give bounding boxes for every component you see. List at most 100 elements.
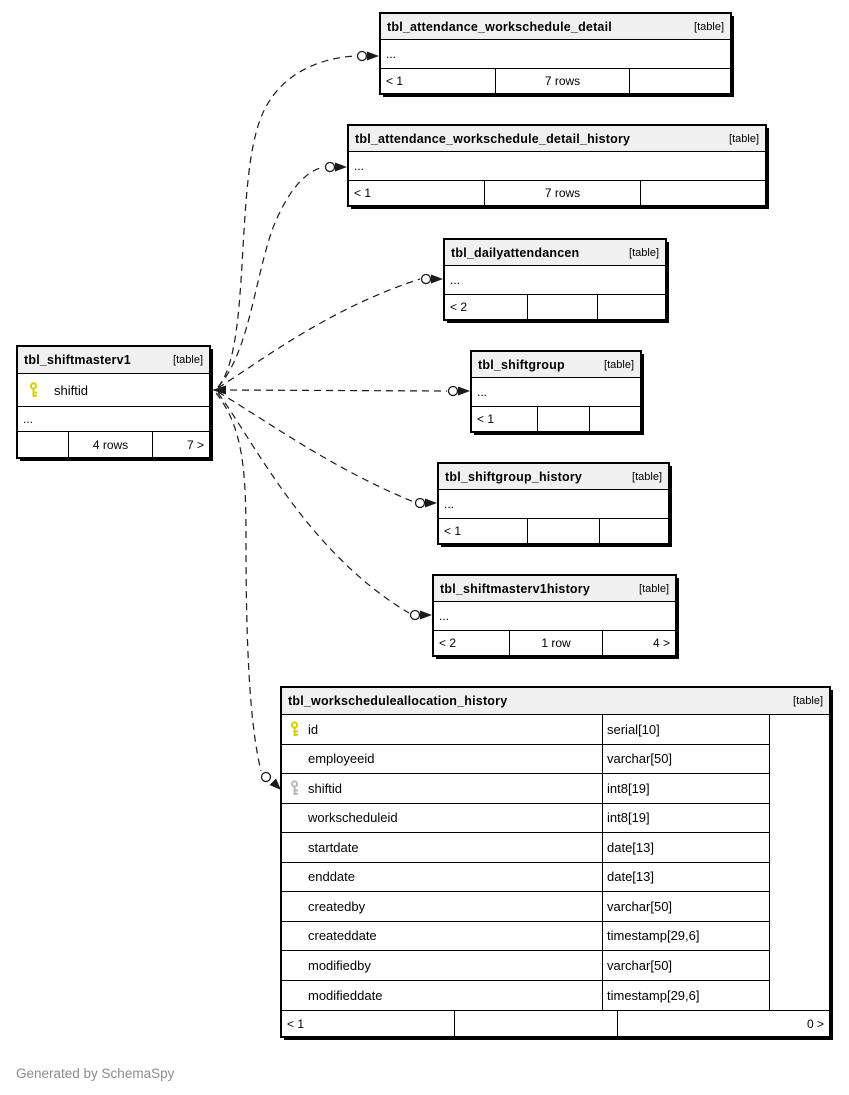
- table-columns: id serial[10] employeeid varchar[50] shi…: [282, 715, 829, 1010]
- table-type-tag: [table]: [632, 470, 662, 483]
- column-row-employeeid: employeeid varchar[50]: [282, 744, 769, 774]
- column-type: timestamp[29,6]: [602, 980, 769, 1010]
- ellipsis-label: ...: [444, 497, 455, 511]
- table-footer: < 1 7 rows: [381, 69, 730, 93]
- relationship-curve: [217, 391, 415, 503]
- cardinality-circle: [414, 497, 426, 509]
- footer-row-count: [527, 519, 599, 543]
- table-header[interactable]: tbl_shiftmasterv1history [table]: [434, 576, 675, 602]
- collapsed-columns-row: ...: [472, 378, 640, 407]
- column-name: workscheduleid: [308, 810, 398, 826]
- table-node-shiftgroup: tbl_shiftgroup [table] ... < 1: [470, 350, 642, 433]
- column-type: int8[19]: [602, 803, 769, 832]
- table-type-tag: [table]: [629, 246, 659, 259]
- column-row-enddate: enddate date[13]: [282, 862, 769, 892]
- column-row-shiftid: shiftid int8[19]: [282, 774, 769, 804]
- generated-by-note: Generated by SchemaSpy: [16, 1066, 175, 1081]
- arrowhead-icon: [212, 385, 226, 395]
- footer-row-count: 7 rows: [495, 69, 629, 93]
- table-footer: < 1: [439, 519, 668, 543]
- column-type: date[13]: [602, 862, 769, 891]
- table-node-attendance-workschedule-detail-history: tbl_attendance_workschedule_detail_histo…: [347, 124, 767, 207]
- arrowhead-icon: [420, 610, 432, 620]
- table-node-shiftmasterv1: tbl_shiftmasterv1 [table] shiftid ... 4 …: [16, 345, 211, 459]
- table-header[interactable]: tbl_shiftgroup [table]: [472, 352, 640, 378]
- table-node-shiftmasterv1history: tbl_shiftmasterv1history [table] ... < 2…: [432, 574, 677, 657]
- table-name[interactable]: tbl_shiftmasterv1history: [440, 581, 590, 596]
- footer-row-count: [454, 1011, 617, 1036]
- cardinality-circle: [324, 161, 336, 173]
- column-name: createdby: [308, 898, 366, 914]
- table-header[interactable]: tbl_workscheduleallocation_history [tabl…: [282, 688, 829, 715]
- column-name: modifieddate: [308, 987, 383, 1003]
- table-type-tag: [table]: [729, 132, 759, 145]
- table-type-tag: [table]: [694, 20, 724, 33]
- table-name[interactable]: tbl_shiftgroup: [478, 357, 565, 372]
- column-type: serial[10]: [602, 715, 769, 744]
- foreign-key-icon: [282, 780, 308, 796]
- ellipsis-label: ...: [439, 609, 450, 623]
- table-header[interactable]: tbl_shiftmasterv1 [table]: [18, 347, 209, 374]
- table-name[interactable]: tbl_workscheduleallocation_history: [288, 694, 508, 708]
- ellipsis-label: ...: [450, 273, 461, 287]
- table-header[interactable]: tbl_dailyattendancen [table]: [445, 240, 665, 266]
- footer-parent-count: < 1: [354, 186, 372, 200]
- footer-child-count: [629, 69, 730, 93]
- table-node-shiftgroup-history: tbl_shiftgroup_history [table] ... < 1: [437, 462, 670, 545]
- collapsed-columns-row: ...: [439, 490, 668, 519]
- footer-row-count: 7 rows: [484, 181, 640, 205]
- collapsed-columns-row: ...: [381, 40, 730, 69]
- column-name: shiftid: [308, 780, 342, 796]
- arrowhead-icon: [425, 498, 437, 508]
- cardinality-circle: [409, 609, 421, 621]
- table-name[interactable]: tbl_shiftgroup_history: [445, 469, 583, 484]
- table-footer: < 1: [472, 407, 640, 431]
- footer-child-count: 7 >: [152, 432, 209, 457]
- arrowhead-icon: [269, 778, 281, 790]
- table-name[interactable]: tbl_attendance_workschedule_detail: [387, 19, 612, 34]
- footer-child-count: [597, 295, 665, 319]
- table-name[interactable]: tbl_shiftmasterv1: [24, 353, 131, 367]
- table-type-tag: [table]: [604, 358, 634, 371]
- primary-key-icon: [282, 721, 308, 737]
- table-header[interactable]: tbl_attendance_workschedule_detail [tabl…: [381, 14, 730, 40]
- ellipsis-label: ...: [23, 412, 34, 426]
- table-type-tag: [table]: [173, 354, 203, 366]
- footer-parent-count: < 1: [477, 412, 495, 426]
- footer-parent-count: [18, 432, 68, 457]
- table-footer: < 1 7 rows: [349, 181, 765, 205]
- ellipsis-label: ...: [477, 385, 488, 399]
- footer-parent-count: < 2: [450, 300, 468, 314]
- table-name[interactable]: tbl_attendance_workschedule_detail_histo…: [355, 131, 631, 146]
- arrowhead-icon: [431, 274, 443, 284]
- arrowhead-icon: [458, 386, 470, 396]
- collapsed-columns-row: ...: [18, 407, 209, 432]
- relationship-curve: [217, 278, 421, 389]
- column-name: shiftid: [54, 382, 88, 398]
- footer-child-count: [589, 407, 640, 431]
- table-node-dailyattendancen: tbl_dailyattendancen [table] ... < 2: [443, 238, 667, 321]
- gutter-column: [769, 715, 829, 1010]
- ellipsis-label: ...: [354, 159, 365, 173]
- column-name: modifiedby: [308, 957, 371, 973]
- column-name: id: [308, 721, 319, 737]
- table-header[interactable]: tbl_attendance_workschedule_detail_histo…: [349, 126, 765, 152]
- relationship-curve: [217, 392, 410, 614]
- collapsed-columns-row: ...: [349, 152, 765, 181]
- footer-child-count: 4 >: [602, 631, 675, 655]
- column-row-id: id serial[10]: [282, 715, 769, 745]
- footer-row-count: [537, 407, 589, 431]
- arrowhead-icon: [335, 162, 347, 172]
- column-row-createdby: createdby varchar[50]: [282, 892, 769, 922]
- column-type: timestamp[29,6]: [602, 921, 769, 950]
- column-name: employeeid: [308, 751, 375, 767]
- relationship-curve: [217, 55, 357, 388]
- table-type-tag: [table]: [639, 582, 669, 595]
- table-name[interactable]: tbl_dailyattendancen: [451, 245, 580, 260]
- arrowhead-icon: [367, 51, 379, 61]
- table-node-workscheduleallocation-history: tbl_workscheduleallocation_history [tabl…: [280, 686, 831, 1038]
- table-footer: < 2: [445, 295, 665, 319]
- relationship-curve: [217, 166, 325, 388]
- table-header[interactable]: tbl_shiftgroup_history [table]: [439, 464, 668, 490]
- column-type: varchar[50]: [602, 744, 769, 773]
